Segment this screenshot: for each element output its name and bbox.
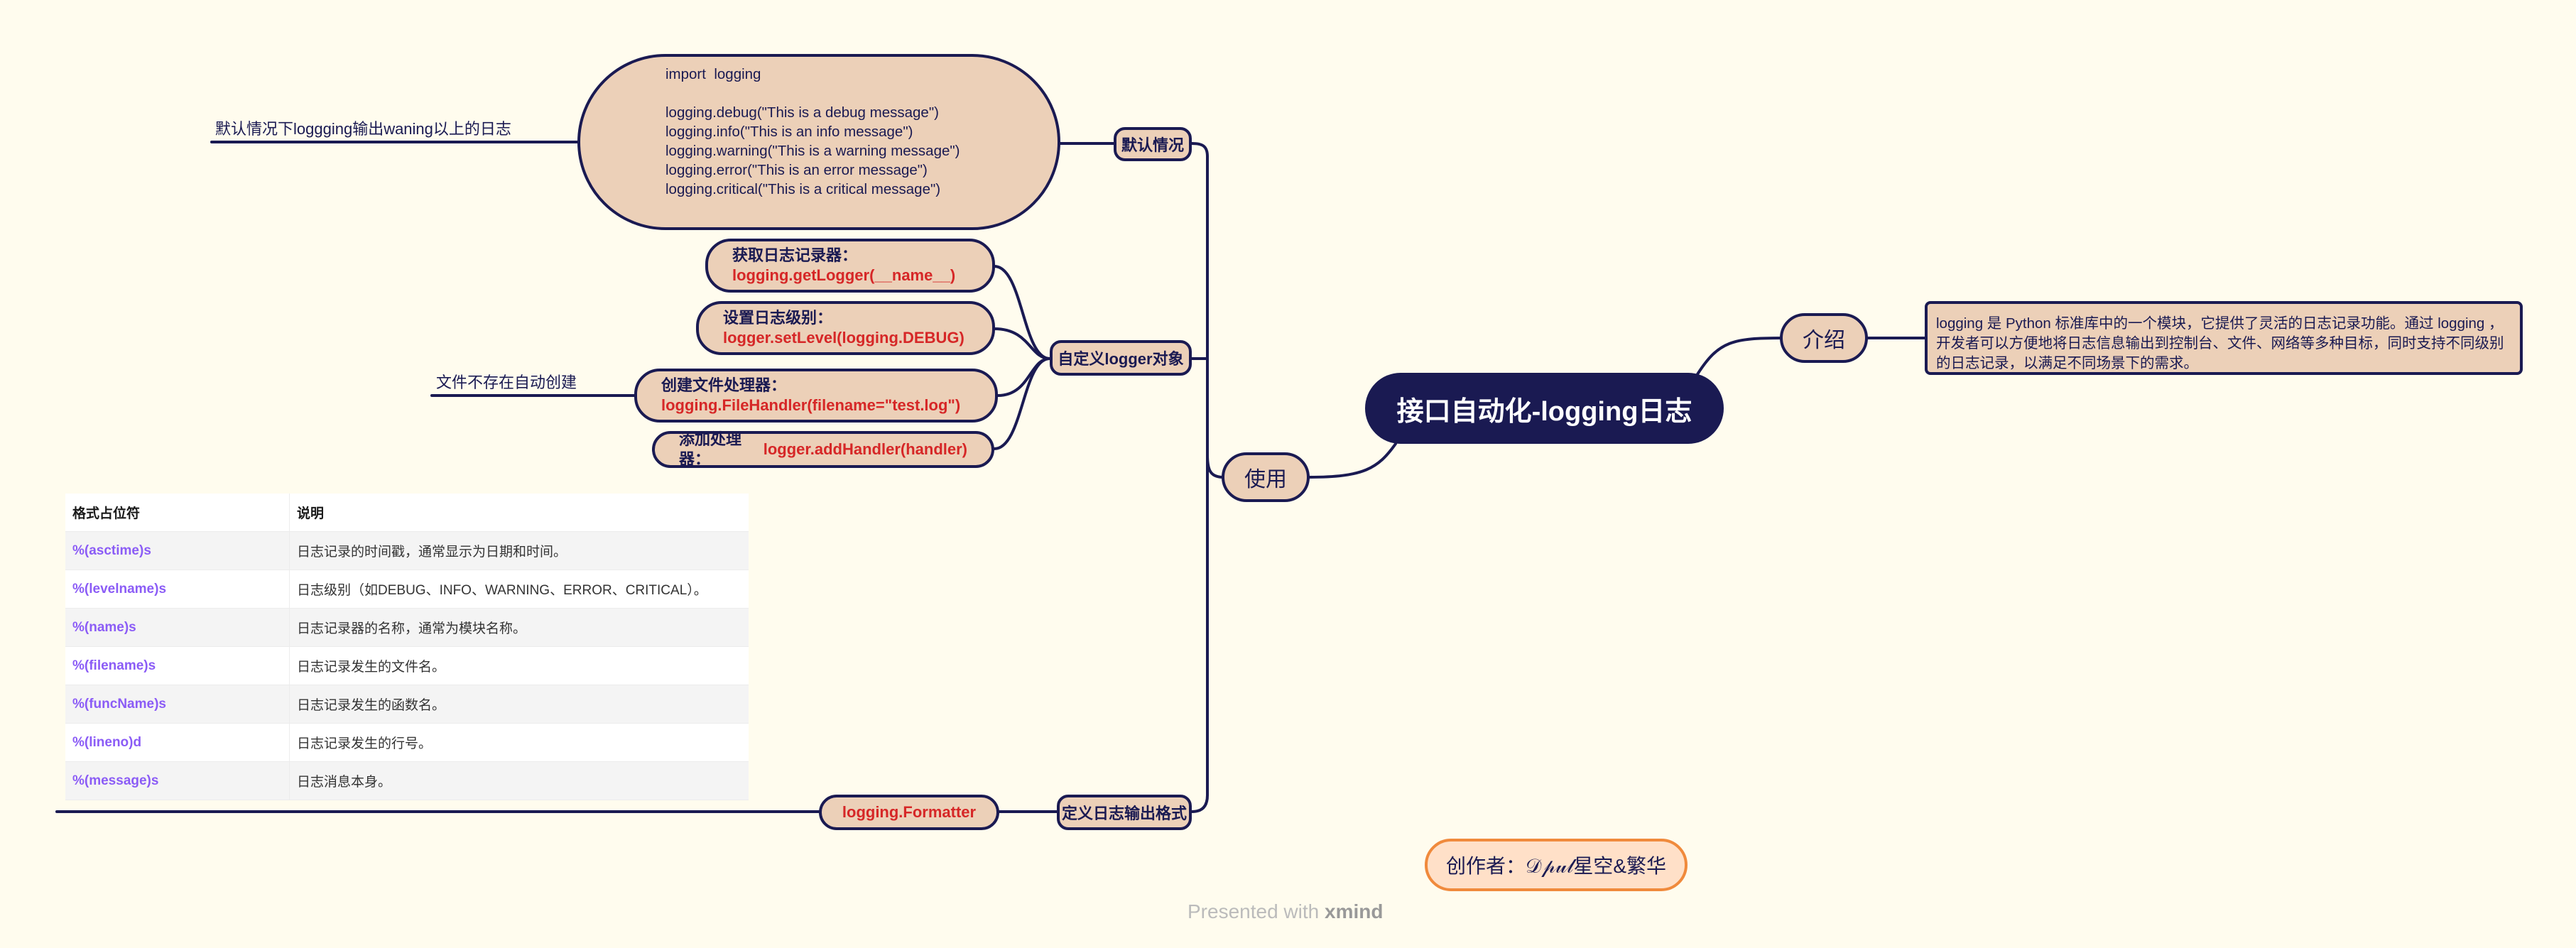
table-header-row: 格式占位符 说明 [65,494,749,532]
author-badge[interactable]: 创作者：𝒟𝓅𝓊𝓁星空&繁华 [1425,839,1688,891]
get-logger-title: 获取日志记录器： [732,246,858,264]
code-line: logging.error("This is an error message"… [665,162,928,178]
code-line [665,84,972,103]
default-note[interactable]: 默认情况下loggging输出waning以上的日志 [215,120,511,138]
table-header: 说明 [289,494,749,532]
footer-credit: Presented with xmind [1188,900,1383,923]
add-handler-node[interactable]: 添加处理器： logger.addHandler(handler) [652,430,994,468]
add-handler-code: logger.addHandler(handler) [763,440,967,458]
placeholder-cell: %(levelname)s [65,570,290,609]
description-cell: 日志级别（如DEBUG、INFO、WARNING、ERROR、CRITICAL）… [289,570,749,609]
default-code-block[interactable]: import logging logging.debug("This is a … [577,54,1060,230]
description-cell: 日志记录发生的函数名。 [289,685,749,724]
placeholder-cell: %(message)s [65,761,290,800]
footer-prefix: Presented with [1188,900,1325,922]
format-node[interactable]: 定义日志输出格式 [1057,795,1192,830]
default-case-node[interactable]: 默认情况 [1114,127,1192,161]
code-line: import logging [665,66,761,82]
set-level-node[interactable]: 设置日志级别： logger.setLevel(logging.DEBUG) [696,301,995,355]
file-handler-note[interactable]: 文件不存在自动创建 [436,374,577,391]
branch-usage[interactable]: 使用 [1222,452,1310,502]
placeholder-cell: %(name)s [65,608,290,647]
code-line: logging.info("This is an info message") [665,124,913,140]
placeholder-cell: %(lineno)d [65,723,290,762]
get-logger-code: logging.getLogger(__name__) [732,266,956,284]
placeholder-cell: %(filename)s [65,646,290,685]
code-line: logging.warning("This is a warning messa… [665,143,960,159]
description-cell: 日志记录的时间戳，通常显示为日期和时间。 [289,531,749,570]
file-handler-title: 创建文件处理器： [661,376,787,394]
description-cell: 日志消息本身。 [289,761,749,800]
description-cell: 日志记录发生的文件名。 [289,646,749,685]
add-handler-title: 添加处理器： [679,430,742,468]
placeholder-cell: %(funcName)s [65,685,290,724]
file-handler-code: logging.FileHandler(filename="test.log") [661,396,961,414]
intro-text[interactable]: logging 是 Python 标准库中的一个模块，它提供了灵活的日志记录功能… [1925,301,2523,375]
placeholder-cell: %(asctime)s [65,531,290,570]
file-handler-node[interactable]: 创建文件处理器： logging.FileHandler(filename="t… [634,369,998,423]
formatter-node[interactable]: logging.Formatter [819,795,999,830]
root-topic[interactable]: 接口自动化-logging日志 [1365,373,1724,444]
get-logger-node[interactable]: 获取日志记录器： logging.getLogger(__name__) [705,239,995,293]
code-line: logging.critical("This is a critical mes… [665,181,941,197]
table-header: 格式占位符 [65,494,290,532]
custom-logger-node[interactable]: 自定义logger对象 [1050,340,1192,376]
description-cell: 日志记录器的名称，通常为模块名称。 [289,608,749,647]
description-cell: 日志记录发生的行号。 [289,723,749,762]
set-level-code: logger.setLevel(logging.DEBUG) [723,329,964,347]
code-line: logging.debug("This is a debug message") [665,104,939,121]
set-level-title: 设置日志级别： [723,309,833,327]
branch-intro[interactable]: 介绍 [1780,313,1868,363]
xmind-logo: xmind [1325,900,1384,922]
